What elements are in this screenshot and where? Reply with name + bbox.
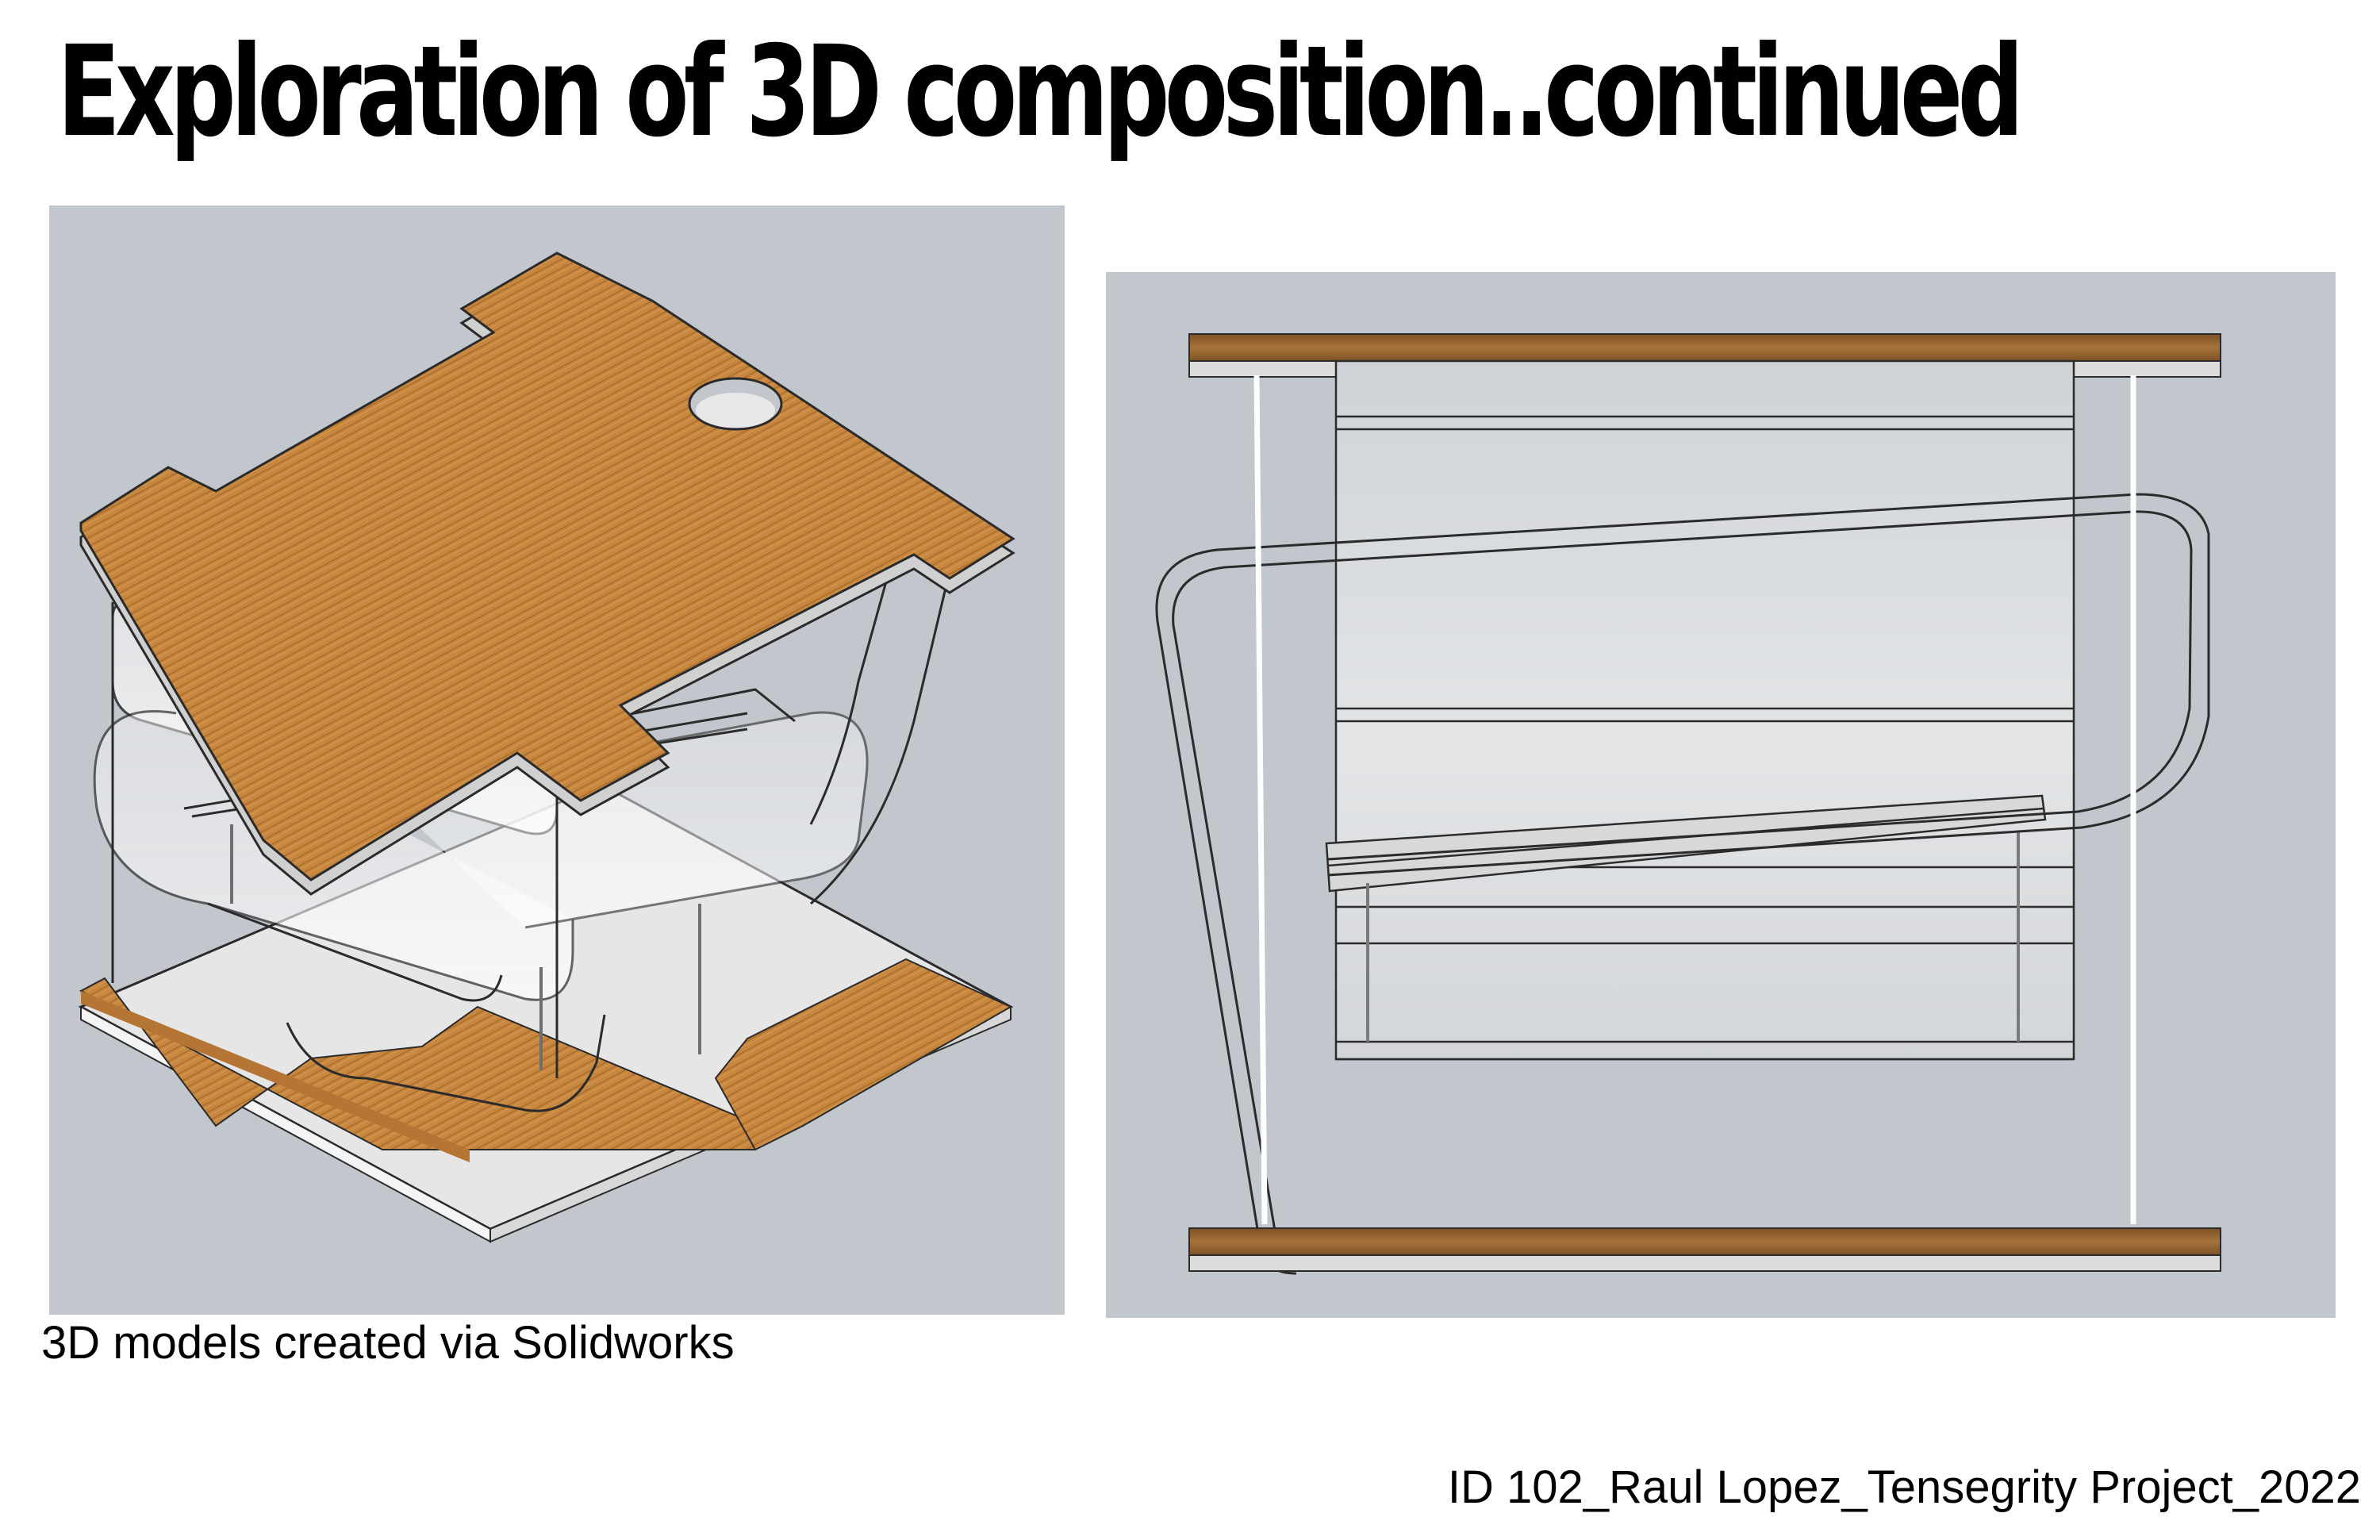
tension-cables xyxy=(1253,374,2136,1225)
bottom-plate-side xyxy=(1188,1227,2221,1272)
support-rods-side xyxy=(1366,831,2020,1042)
slide-title: Exploration of 3D composition..continued xyxy=(57,19,2024,165)
isometric-model-render xyxy=(49,205,1065,1315)
side-view-model-render xyxy=(1106,272,2336,1318)
bottom-base-plate xyxy=(78,783,1014,1243)
central-body-side xyxy=(1334,359,2075,1061)
side-view-tensegrity-model-icon xyxy=(1155,333,2221,1275)
project-footer: ID 102_Raul Lopez_Tensegrity Project_202… xyxy=(1447,1461,2361,1513)
top-wood-plate xyxy=(79,252,1015,896)
isometric-tensegrity-model-icon xyxy=(78,252,1015,1243)
figure-caption: 3D models created via Solidworks xyxy=(41,1317,735,1369)
